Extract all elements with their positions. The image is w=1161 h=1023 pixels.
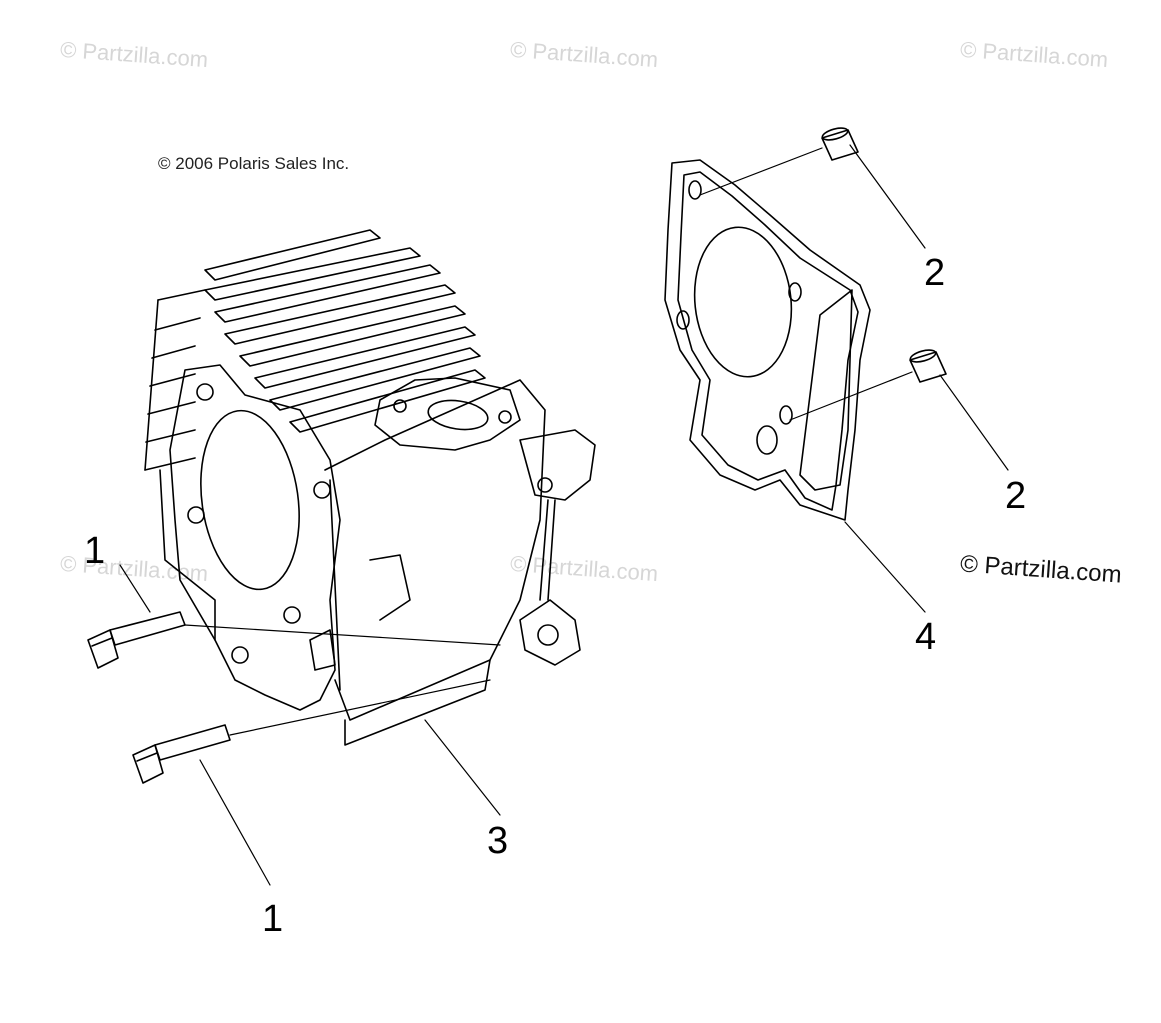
- callout-cylinder: 3: [487, 820, 509, 862]
- intake-flange: [374, 377, 521, 451]
- callout-bolt-lower: 1: [262, 898, 284, 940]
- bolt-upper: [87, 611, 186, 669]
- callout-gasket: 4: [915, 616, 937, 658]
- gasket-bore: [693, 226, 793, 378]
- bore: [200, 409, 300, 591]
- dowel-lower: [909, 349, 947, 383]
- copyright-notice: © 2006 Polaris Sales Inc.: [158, 154, 350, 173]
- cylinder-part: [144, 229, 596, 746]
- gasket-part: [664, 159, 871, 521]
- leader-lines: [119, 144, 1009, 886]
- front-flange: [169, 364, 341, 711]
- callout-bolt-upper: 1: [84, 530, 106, 572]
- bolt-lower: [132, 724, 231, 784]
- callout-dowel-lower: 2: [1005, 475, 1027, 517]
- dowel-upper: [821, 127, 859, 161]
- cooling-fins: [144, 229, 486, 471]
- callout-dowel-upper: 2: [924, 252, 946, 294]
